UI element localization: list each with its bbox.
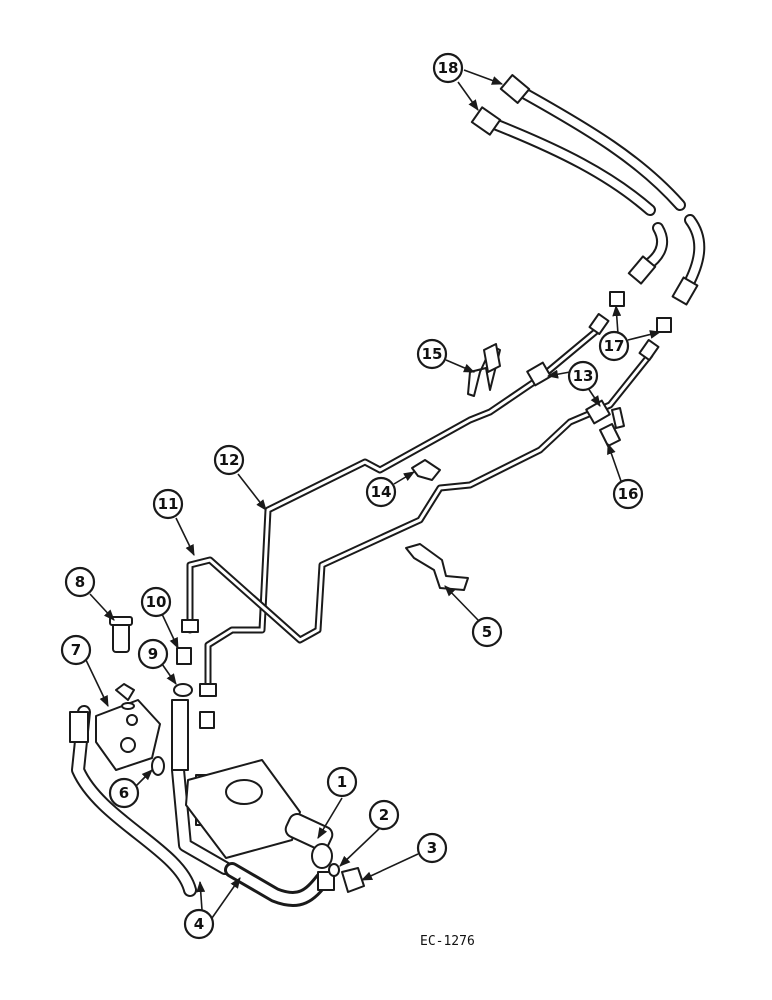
- svg-text:2: 2: [379, 806, 389, 824]
- callout-9: 9: [137, 638, 169, 670]
- callout-11: 11: [152, 488, 184, 520]
- svg-text:3: 3: [427, 839, 437, 857]
- callout-7: 7: [60, 634, 92, 666]
- hose-assembly-4: [69, 699, 335, 907]
- pipe-nuts: [181, 313, 660, 697]
- svg-text:16: 16: [618, 485, 639, 503]
- reference-code: EC-1276: [420, 934, 475, 949]
- adapter-17: [609, 291, 672, 333]
- callout-10: 10: [140, 586, 172, 618]
- svg-text:11: 11: [158, 495, 179, 513]
- bracket-16: [599, 407, 625, 447]
- fitting-10: [176, 647, 192, 665]
- callout-14: 14: [365, 476, 397, 508]
- svg-text:7: 7: [71, 641, 81, 659]
- svg-text:18: 18: [438, 59, 459, 77]
- svg-text:6: 6: [119, 784, 129, 802]
- callout-4: 4: [183, 908, 215, 940]
- svg-text:8: 8: [75, 573, 85, 591]
- callout-12: 12: [213, 444, 245, 476]
- hose-assembly-18: [470, 74, 706, 306]
- callout-5: 5: [471, 616, 503, 648]
- clip-14: [411, 459, 441, 481]
- valve-block-7: [95, 683, 161, 771]
- bracket-15: [467, 343, 501, 397]
- svg-text:15: 15: [422, 345, 443, 363]
- callout-13: 13: [567, 360, 599, 392]
- callout-2: 2: [368, 799, 400, 831]
- elbow-3: [341, 867, 365, 893]
- svg-text:14: 14: [371, 483, 392, 501]
- svg-text:9: 9: [148, 645, 158, 663]
- pipe-line-11: [186, 351, 654, 644]
- callout-15: 15: [416, 338, 448, 370]
- svg-text:13: 13: [573, 367, 594, 385]
- svg-text:1: 1: [337, 773, 347, 791]
- svg-text:4: 4: [194, 915, 204, 933]
- cylinder-1: [185, 759, 334, 869]
- fitting-9: [173, 683, 215, 729]
- svg-text:5: 5: [482, 623, 492, 641]
- callout-6: 6: [108, 777, 140, 809]
- o-ring-6: [151, 756, 165, 776]
- o-ring-2: [328, 863, 340, 877]
- svg-text:17: 17: [604, 337, 625, 355]
- bracket-5: [405, 543, 469, 591]
- callout-1: 1: [326, 766, 358, 798]
- callout-8: 8: [64, 566, 96, 598]
- callout-18: 18: [432, 52, 464, 84]
- svg-text:12: 12: [219, 451, 240, 469]
- svg-text:10: 10: [146, 593, 167, 611]
- callout-17: 17: [598, 330, 630, 362]
- callout-3: 3: [416, 832, 448, 864]
- callout-16: 16: [612, 478, 644, 510]
- plug-8: [109, 616, 133, 653]
- pipe-line-12: [204, 324, 604, 694]
